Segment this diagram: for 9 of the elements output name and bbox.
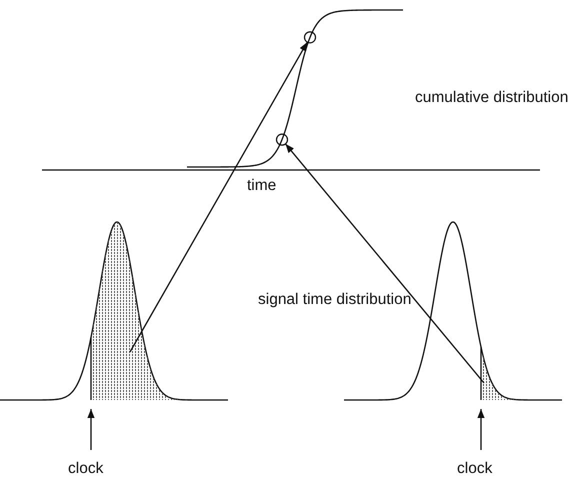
clock-label: clock — [457, 459, 492, 479]
arrow — [285, 143, 484, 384]
clock-label: clock — [68, 459, 104, 479]
marker-circle — [304, 31, 316, 44]
arrow — [129, 42, 308, 352]
axis-label: time — [247, 176, 276, 196]
marker-circle — [276, 134, 288, 146]
curve-label: signal time distribution — [258, 290, 412, 310]
curve-label: cumulative distribution — [415, 88, 568, 108]
